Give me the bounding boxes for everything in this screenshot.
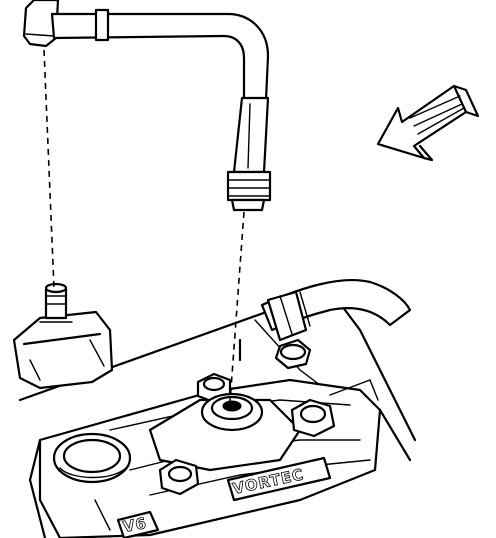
hex-bolt-rear bbox=[274, 338, 312, 370]
pcv-grommet bbox=[200, 392, 264, 432]
valve-cover bbox=[18, 288, 417, 538]
fuel-rail-hose bbox=[238, 278, 412, 362]
hex-bolt-front-left bbox=[158, 458, 200, 496]
alignment-lines bbox=[43, 49, 245, 403]
arrow-left-icon bbox=[376, 84, 480, 162]
cover-emblem-left: V6 bbox=[116, 510, 160, 538]
pcv-fitting-assembly bbox=[12, 282, 114, 390]
oil-fill-opening bbox=[52, 432, 132, 484]
pcv-hose bbox=[22, 0, 272, 212]
cover-label-left: V6 bbox=[122, 514, 149, 536]
hex-bolt-front-right bbox=[290, 398, 336, 438]
hex-bolt-center bbox=[196, 372, 232, 404]
